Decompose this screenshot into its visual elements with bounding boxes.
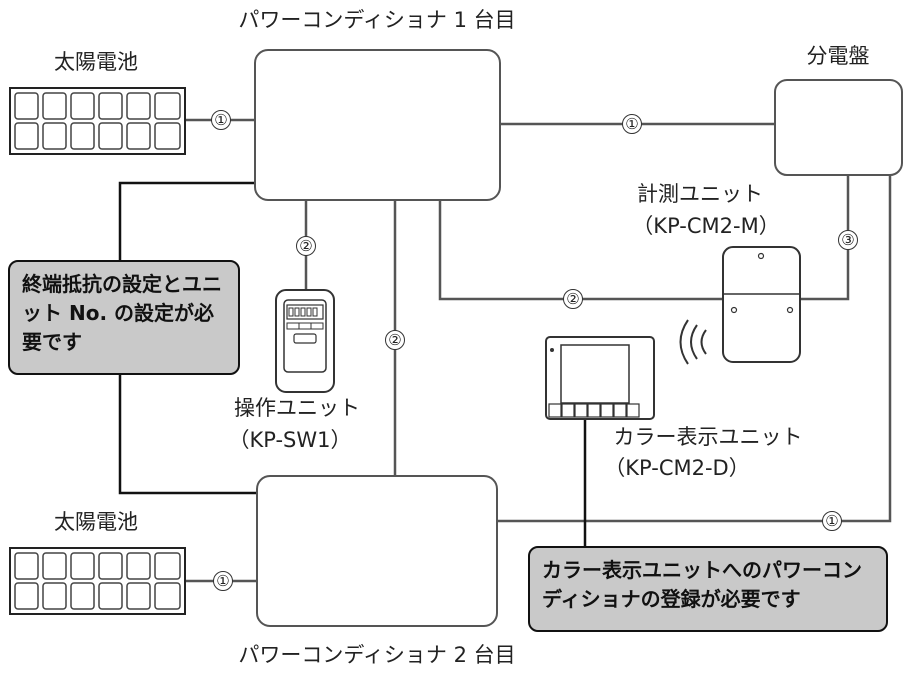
solar-top-label: 太陽電池 bbox=[54, 50, 138, 74]
color-display-model: （KP-CM2-D） bbox=[604, 456, 750, 480]
cable-marker-solar-bottom: ① bbox=[213, 571, 233, 591]
cable-pcs2-distribution bbox=[497, 175, 892, 523]
operation-unit-name: 操作ユニット bbox=[234, 396, 360, 420]
pointer-termination-pcs2 bbox=[118, 375, 275, 495]
pointer-termination-pcs1 bbox=[118, 181, 274, 268]
solar-panel-top bbox=[9, 87, 186, 155]
meter-unit-model: （KP-CM2-M） bbox=[632, 214, 780, 238]
cable-marker-pcs1-pcs2: ② bbox=[385, 330, 405, 350]
meter-unit-device bbox=[722, 246, 801, 363]
wiring bbox=[185, 118, 892, 583]
pcs2-box bbox=[256, 475, 498, 627]
cable-marker-solar-top: ① bbox=[211, 110, 231, 130]
solar-panel-bottom bbox=[9, 547, 186, 615]
distribution-board-label: 分電盤 bbox=[806, 44, 870, 68]
registration-note: カラー表示ユニットへのパワーコンディショナの登録が必要です bbox=[528, 546, 888, 632]
termination-setting-note: 終端抵抗の設定とユニット No. の設定が必要です bbox=[8, 260, 240, 375]
color-display-name: カラー表示ユニット bbox=[613, 425, 803, 449]
cable-marker-pcs1-distribution: ① bbox=[622, 114, 642, 134]
operation-unit-device bbox=[275, 289, 335, 393]
cable-meter-distribution bbox=[800, 175, 850, 301]
cable-marker-meter-distribution: ③ bbox=[838, 230, 858, 250]
operation-unit-model: （KP-SW1） bbox=[228, 428, 352, 452]
meter-unit-name: 計測ユニット bbox=[637, 182, 763, 206]
pcs1-title: パワーコンディショナ 1 台目 bbox=[238, 8, 516, 32]
pcs1-box bbox=[254, 49, 501, 201]
distribution-board-box bbox=[774, 79, 903, 176]
wireless-signal-icon bbox=[679, 319, 707, 365]
cable-marker-pcs1-meter: ② bbox=[563, 289, 583, 309]
solar-bottom-label: 太陽電池 bbox=[54, 510, 138, 534]
cable-marker-pcs2-distribution: ① bbox=[822, 511, 842, 531]
cable-pcs1-meter bbox=[438, 200, 723, 301]
color-display-device bbox=[545, 336, 655, 420]
pcs2-title: パワーコンディショナ 2 台目 bbox=[238, 643, 516, 667]
cable-marker-pcs1-operation: ② bbox=[296, 236, 316, 256]
note-pointers bbox=[118, 181, 587, 548]
